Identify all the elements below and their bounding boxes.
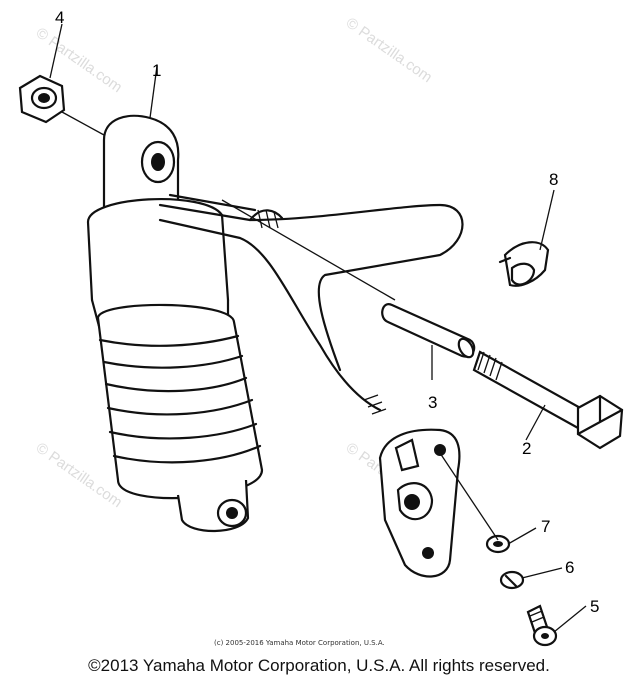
callout-6: 6 (565, 558, 574, 577)
small-copyright: (c) 2005-2016 Yamaha Motor Corporation, … (214, 639, 385, 647)
hose-clip-part[interactable] (498, 241, 550, 287)
callout-3: 3 (428, 393, 437, 412)
nut-part[interactable] (18, 74, 66, 124)
collar-part[interactable] (381, 303, 476, 360)
callout-8: 8 (549, 170, 558, 189)
reservoir-hose (158, 193, 464, 415)
mounting-bracket (378, 428, 461, 578)
callout-5: 5 (590, 597, 599, 616)
callout-1: 1 (152, 61, 161, 80)
callouts: 4 1 8 3 2 7 6 5 (55, 8, 599, 616)
watermark-text: © Partzilla.com (33, 439, 126, 511)
shock-absorber-part[interactable] (86, 114, 264, 533)
watermark-text: © Partzilla.com (343, 14, 436, 86)
callout-7: 7 (541, 517, 550, 536)
screw-part[interactable] (526, 604, 558, 647)
lock-washer-part[interactable] (499, 570, 525, 590)
washer-part[interactable] (485, 534, 511, 554)
callout-2: 2 (522, 439, 531, 458)
leader-lines (49, 23, 587, 633)
callout-4: 4 (55, 8, 64, 27)
bolt-part[interactable] (472, 350, 624, 450)
footer-copyright: ©2013 Yamaha Motor Corporation, U.S.A. A… (88, 656, 550, 675)
